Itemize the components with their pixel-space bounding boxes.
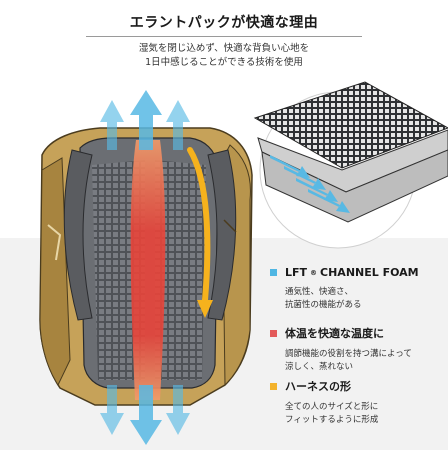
- feature-heading: LFT ® CHANNEL FOAM: [270, 266, 448, 279]
- airflow-arrow-icon: [100, 90, 190, 445]
- feature-heading: 体温を快適な温度に: [270, 325, 448, 341]
- feature-description: 調節機能の役割を持つ溝によって 涼しく、蒸れない: [285, 348, 448, 374]
- subtitle-line-1: 湿気を閉じ込めず、快適な背負い心地を: [138, 43, 310, 54]
- feature-lft-channel-foam: LFT ® CHANNEL FOAM 通気性、快適さ、 抗菌性の機能がある: [270, 266, 448, 312]
- feature-heading: ハーネスの形: [270, 378, 448, 394]
- feature-title: 体温を快適な温度に: [285, 327, 384, 340]
- page-title: エラントパックが快適な理由: [129, 15, 319, 31]
- page-subtitle: 湿気を閉じ込めず、快適な背負い心地を 1日中感じることができる技術を使用: [0, 42, 448, 70]
- yellow-square-icon: [270, 382, 277, 390]
- feature-description: 全ての人のサイズと形に フィットするように形成: [285, 401, 448, 427]
- title-divider: [86, 36, 362, 37]
- feature-title: ハーネスの形: [285, 380, 351, 393]
- feature-title-rest: CHANNEL FOAM: [320, 266, 419, 279]
- feature-desc-line: 全ての人のサイズと形に: [285, 402, 379, 412]
- red-square-icon: [270, 329, 277, 337]
- registered-mark: ®: [310, 268, 318, 277]
- foam-closeup: [253, 81, 448, 249]
- feature-harness-shape: ハーネスの形 全ての人のサイズと形に フィットするように形成: [270, 378, 448, 427]
- feature-title-main: LFT: [285, 266, 308, 279]
- feature-description: 通気性、快適さ、 抗菌性の機能がある: [285, 286, 448, 312]
- blue-square-icon: [270, 269, 277, 276]
- feature-body-temperature: 体温を快適な温度に 調節機能の役割を持つ溝によって 涼しく、蒸れない: [270, 325, 448, 374]
- heat-channel: [130, 140, 166, 400]
- feature-desc-line: 調節機能の役割を持つ溝によって: [285, 349, 412, 359]
- feature-desc-line: 涼しく、蒸れない: [285, 362, 354, 372]
- harness-arrow-icon: [187, 147, 213, 318]
- feature-desc-line: フィットするように形成: [285, 415, 379, 425]
- feature-desc-line: 通気性、快適さ、: [285, 287, 354, 297]
- feature-desc-line: 抗菌性の機能がある: [285, 300, 362, 310]
- subtitle-line-2: 1日中感じることができる技術を使用: [145, 57, 303, 68]
